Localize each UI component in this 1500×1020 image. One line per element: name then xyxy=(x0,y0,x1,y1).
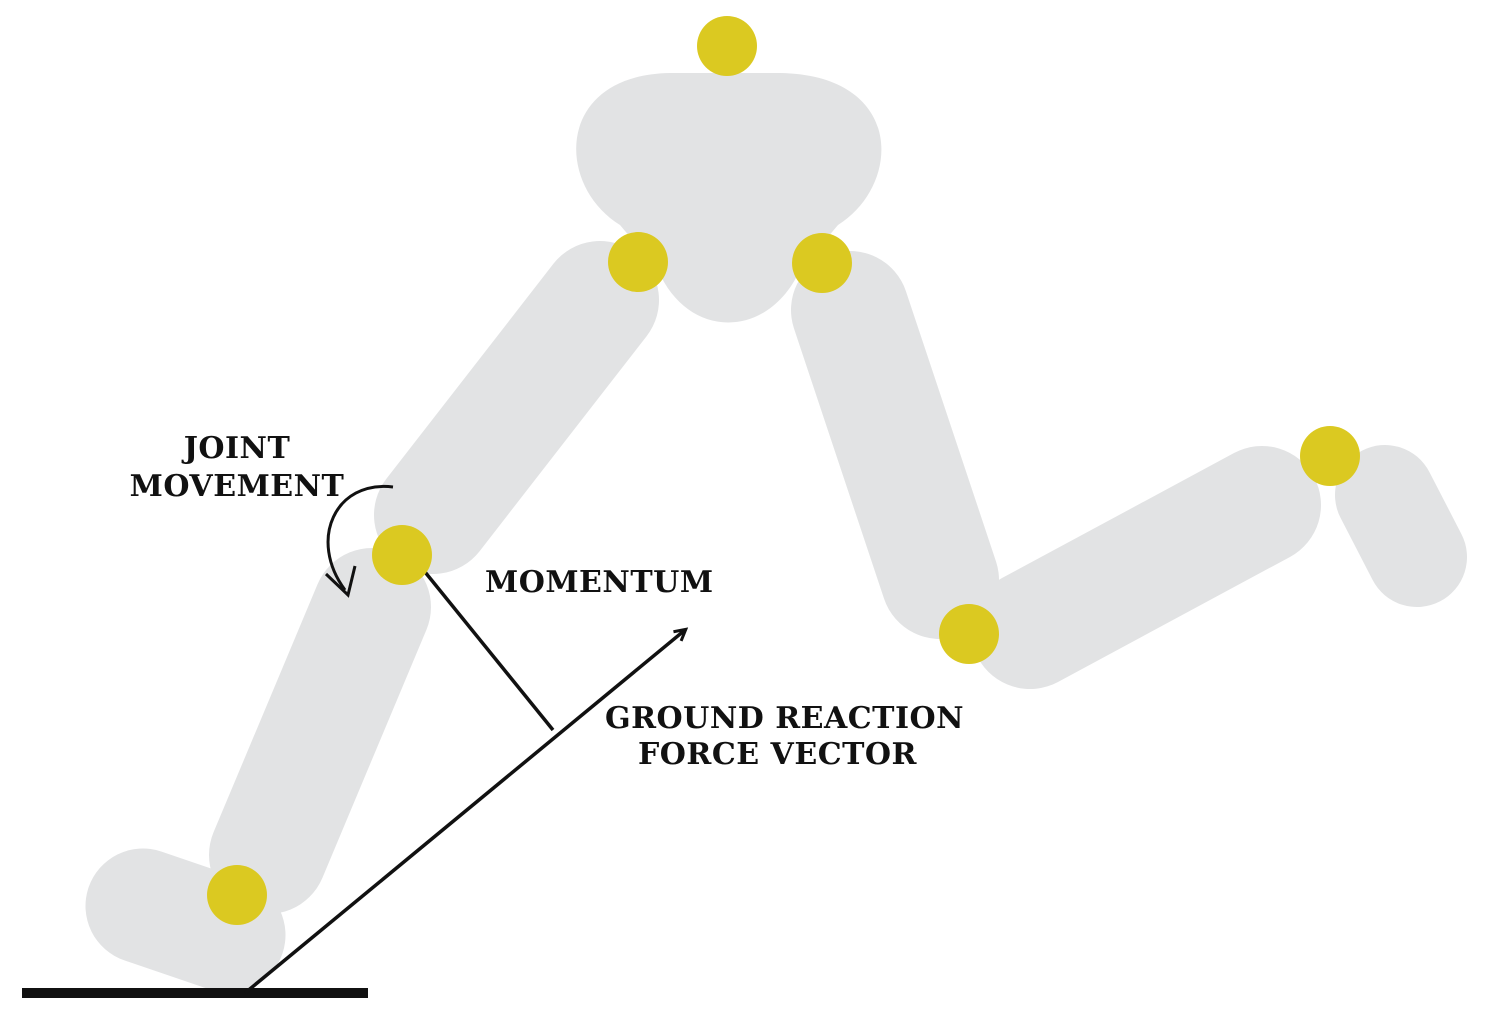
rear-foot-segment xyxy=(1335,445,1467,607)
joint-movement-arrow xyxy=(326,484,394,591)
rear-thigh-segment xyxy=(791,251,999,639)
shin-segment xyxy=(209,548,431,914)
rear-knee-joint xyxy=(939,604,999,664)
joint-movement-label-line1: JOINT xyxy=(181,431,291,466)
ground-reaction-label-line2: FORCE VECTOR xyxy=(638,737,918,772)
joint-movement-label-line2: MOVEMENT xyxy=(130,469,345,504)
foot-segment xyxy=(85,848,286,993)
ground-reaction-force-vector xyxy=(243,630,685,995)
left-hip-joint xyxy=(608,232,668,292)
ground-reaction-label-line1: GROUND REACTION xyxy=(605,701,964,736)
rear-shin-segment xyxy=(971,446,1321,689)
momentum-label: MOMENTUM xyxy=(485,565,714,600)
front-ankle-joint xyxy=(207,865,267,925)
momentum-line xyxy=(423,570,555,732)
right-hip-joint xyxy=(792,233,852,293)
joints xyxy=(207,16,1360,925)
rear-ankle-joint xyxy=(1300,426,1360,486)
joint-movement-arrowhead xyxy=(324,565,357,598)
front-thigh-segment xyxy=(374,241,659,574)
front-knee-joint xyxy=(372,525,432,585)
body-segments xyxy=(85,241,1467,993)
head-joint xyxy=(697,16,757,76)
